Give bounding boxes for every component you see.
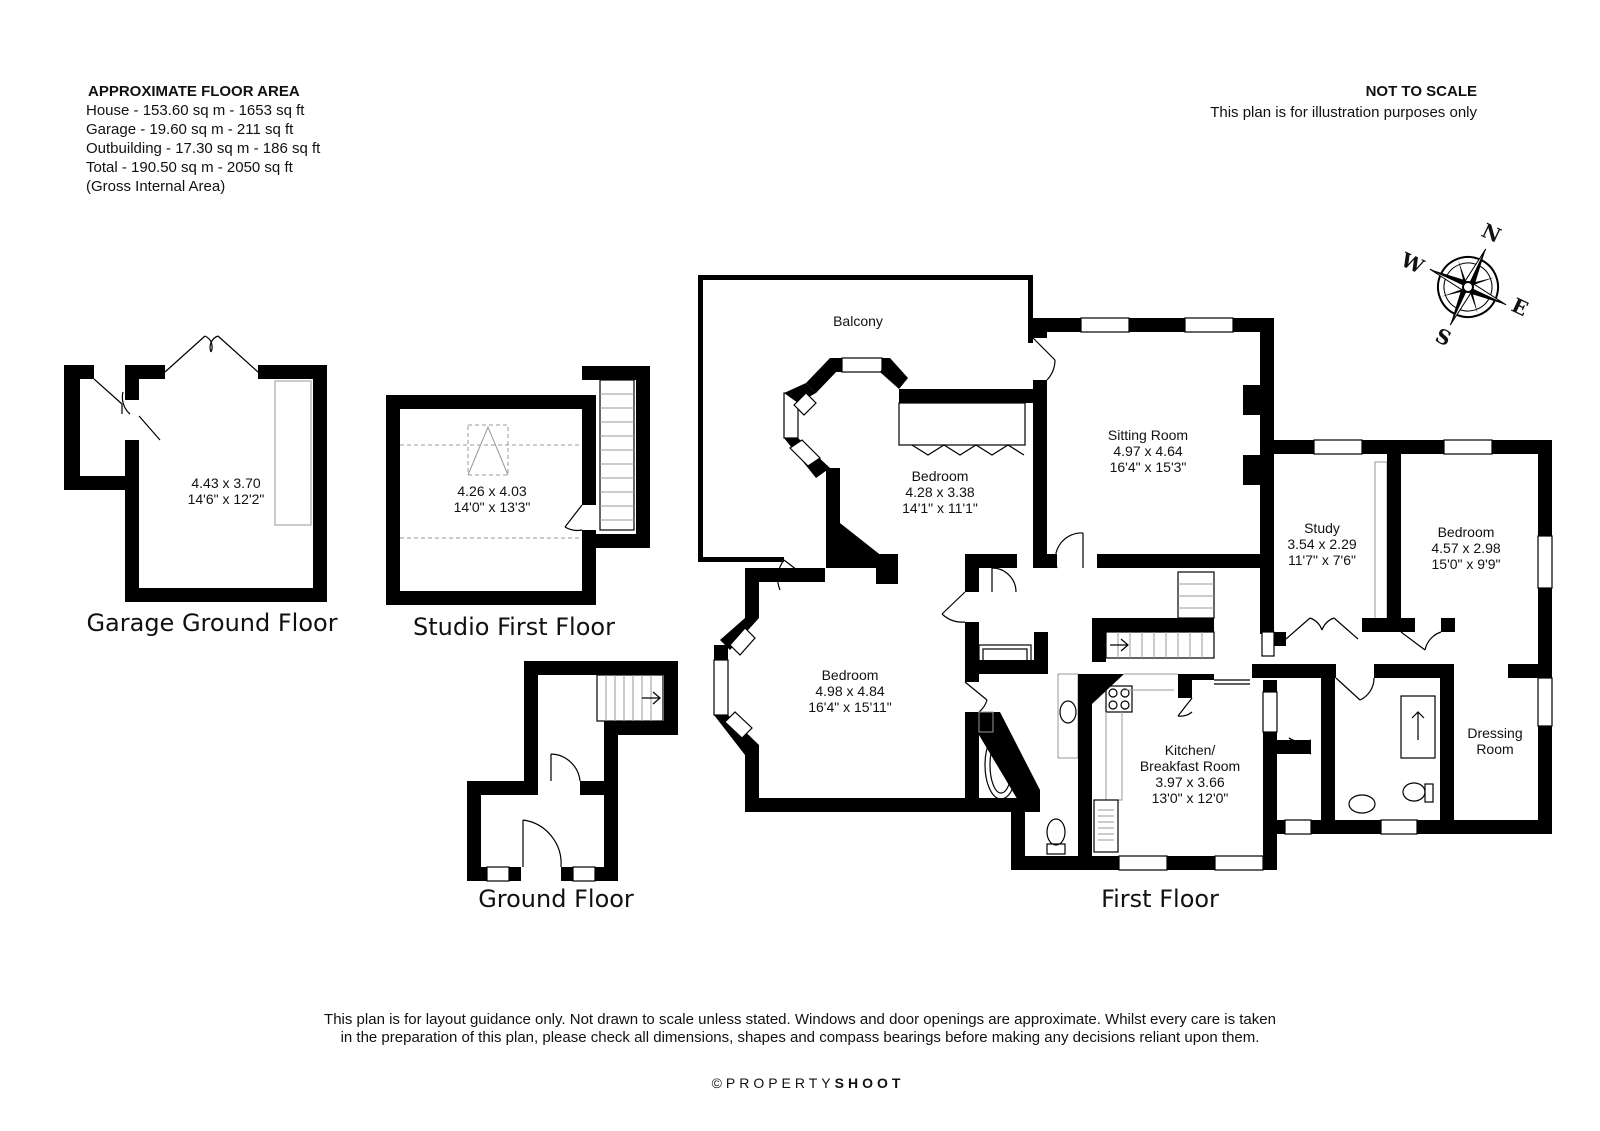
brand-logo: ©PROPERTYSHOOT — [712, 1075, 905, 1091]
room-label-sitting-room: Sitting Room 4.97 x 4.64 16'4" x 15'3" — [1108, 427, 1188, 475]
ground-floor-plan — [467, 661, 678, 882]
bedroom-mid-metric: 4.28 x 3.38 — [905, 484, 975, 501]
area-heading: APPROXIMATE FLOOR AREA — [88, 83, 300, 100]
brand-prefix: ©PROPERTY — [711, 1075, 835, 1091]
illustration-note: This plan is for illustration purposes o… — [1210, 104, 1477, 121]
kitchen-metric: 3.97 x 3.66 — [1155, 774, 1225, 791]
compass-rose — [1429, 248, 1507, 326]
study-metric: 3.54 x 2.29 — [1287, 536, 1357, 553]
bedroom-right-metric: 4.57 x 2.98 — [1431, 540, 1501, 557]
floor-title-studio: Studio First Floor — [413, 613, 615, 641]
area-line-garage: Garage - 19.60 sq m - 211 sq ft — [86, 121, 294, 138]
bedroom-right-name: Bedroom — [1437, 524, 1495, 540]
bedroom-main-name: Bedroom — [821, 667, 879, 683]
room-label-studio: 4.26 x 4.03 14'0" x 13'3" — [454, 483, 531, 515]
garage-imperial: 14'6" x 12'2" — [187, 491, 265, 508]
kitchen-imperial: 13'0" x 12'0" — [1151, 790, 1229, 807]
floor-title-garage: Garage Ground Floor — [86, 609, 338, 637]
sitting-room-metric: 4.97 x 4.64 — [1113, 443, 1183, 460]
area-line-total: Total - 190.50 sq m - 2050 sq ft — [86, 159, 293, 176]
room-label-garage: 4.43 x 3.70 14'6" x 12'2" — [188, 475, 265, 507]
first-floor-plan — [698, 275, 1553, 871]
area-line-outbuilding: Outbuilding - 17.30 sq m - 186 sq ft — [86, 140, 321, 157]
study-name: Study — [1304, 520, 1340, 536]
sitting-room-name: Sitting Room — [1107, 427, 1189, 443]
floor-title-first: First Floor — [1101, 885, 1219, 913]
kitchen-name-1: Kitchen/ — [1164, 742, 1216, 758]
area-line-house: House - 153.60 sq m - 1653 sq ft — [86, 102, 305, 119]
disclaimer-line-1: This plan is for layout guidance only. N… — [324, 1011, 1276, 1028]
bedroom-right-imperial: 15'0" x 9'9" — [1431, 556, 1501, 573]
garage-plan — [64, 335, 327, 602]
kitchen-name-2: Breakfast Room — [1139, 758, 1241, 775]
brand-suffix: SHOOT — [834, 1075, 905, 1091]
bedroom-main-metric: 4.98 x 4.84 — [815, 683, 885, 700]
area-line-gia: (Gross Internal Area) — [86, 178, 226, 195]
room-label-dressing-room: Dressing Room — [1467, 725, 1522, 757]
room-label-bedroom-mid: Bedroom 4.28 x 3.38 14'1" x 11'1" — [902, 468, 978, 516]
sitting-room-imperial: 16'4" x 15'3" — [1109, 459, 1187, 476]
study-imperial: 11'7" x 7'6" — [1288, 552, 1356, 569]
garage-metric: 4.43 x 3.70 — [191, 475, 261, 491]
room-label-bedroom-right: Bedroom 4.57 x 2.98 15'0" x 9'9" — [1431, 524, 1500, 572]
dressing-room-name-1: Dressing — [1467, 725, 1523, 741]
balcony-name: Balcony — [833, 313, 883, 329]
room-label-bedroom-main: Bedroom 4.98 x 4.84 16'4" x 15'11" — [808, 667, 892, 715]
studio-imperial: 14'0" x 13'3" — [453, 499, 531, 516]
bedroom-mid-name: Bedroom — [911, 468, 969, 484]
studio-metric: 4.26 x 4.03 — [457, 483, 527, 499]
dressing-room-name-2: Room — [1476, 741, 1514, 758]
not-to-scale-heading: NOT TO SCALE — [1365, 83, 1477, 100]
bedroom-mid-imperial: 14'1" x 11'1" — [902, 500, 978, 517]
room-label-kitchen: Kitchen/ Breakfast Room 3.97 x 3.66 13'0… — [1140, 742, 1240, 806]
disclaimer-line-2: in the preparation of this plan, please … — [340, 1029, 1260, 1046]
room-label-study: Study 3.54 x 2.29 11'7" x 7'6" — [1287, 520, 1356, 568]
room-label-balcony: Balcony — [833, 313, 883, 329]
floor-title-ground: Ground Floor — [478, 885, 634, 913]
bedroom-main-imperial: 16'4" x 15'11" — [808, 699, 892, 716]
studio-plan — [386, 366, 650, 605]
